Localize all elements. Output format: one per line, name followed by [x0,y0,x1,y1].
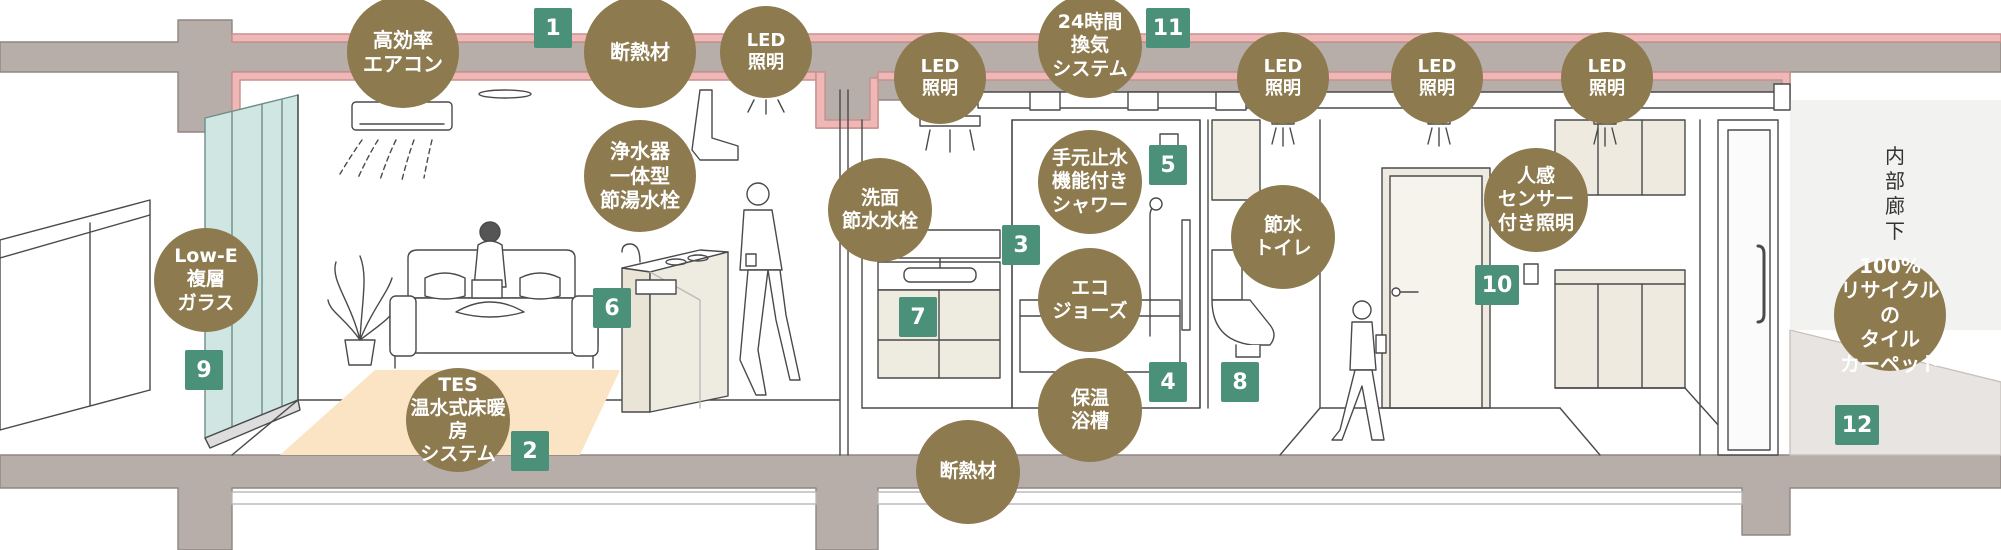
bubble-led-living: LED 照明 [720,6,812,98]
badge-4: 4 [1149,362,1187,402]
front-door [1381,167,1491,409]
balcony-railing [0,199,151,431]
bubble-led-hall: LED 照明 [1391,32,1483,124]
bubble-ventilation-24h: 24時間 換気 システム [1038,0,1142,98]
bubble-washbasin-faucet: 洗面 節水水栓 [828,158,932,262]
corridor-label: 内部廊下 [1885,144,1905,243]
bubble-water-saving-toilet: 節水 トイレ [1231,185,1335,289]
badge-3: 3 [1002,225,1040,265]
badge-8: 8 [1221,362,1259,402]
person-standing-man [739,182,801,396]
bubble-eco-joes: エコ ジョーズ [1038,248,1142,352]
badge-7: 7 [899,297,937,337]
washbasin-vanity [877,229,1001,379]
badge-12: 12 [1835,405,1879,445]
bubble-led-washroom: LED 照明 [894,32,986,124]
bubble-high-efficiency-aircon: 高効率 エアコン [347,0,459,108]
plant [327,255,399,366]
person-sitting [455,221,525,318]
storage-closet [1554,119,1686,389]
sofa [389,249,599,369]
bubble-water-saving-shower: 手元止水 機能付き シャワー [1038,130,1142,234]
bubble-led-toilet: LED 照明 [1237,32,1329,124]
bubble-tes-floor-heating: TES 温水式床暖房 システム [406,368,510,472]
bubble-motion-sensor-light: 人感 センサー 付き照明 [1484,148,1588,252]
corridor-door [1717,119,1779,456]
bubble-water-purifier-faucet: 浄水器 一体型 節湯水栓 [584,120,696,232]
badge-5: 5 [1149,145,1187,185]
floor-insulation-strip [231,491,817,505]
bubble-insulation-floor: 断熱材 [916,420,1020,524]
badge-6: 6 [593,288,631,328]
badge-1: 1 [534,8,572,48]
bubble-insulation-roof: 断熱材 [584,0,696,108]
bubble-low-e-glass: Low-E 複層 ガラス [154,228,258,332]
person-walking [1331,300,1387,441]
bubble-insulated-bathtub: 保温 浴槽 [1038,358,1142,462]
badge-9: 9 [185,350,223,390]
bubble-recycled-tile-carpet: 100% リサイクルの タイル カーペット [1834,254,1946,376]
badge-2: 2 [511,431,549,471]
badge-11: 11 [1146,8,1190,48]
bubble-led-closet: LED 照明 [1561,32,1653,124]
badge-10: 10 [1475,265,1519,305]
air-conditioner-unit [339,101,453,181]
floor-slab [0,454,2001,550]
kitchen-counter [621,243,729,413]
